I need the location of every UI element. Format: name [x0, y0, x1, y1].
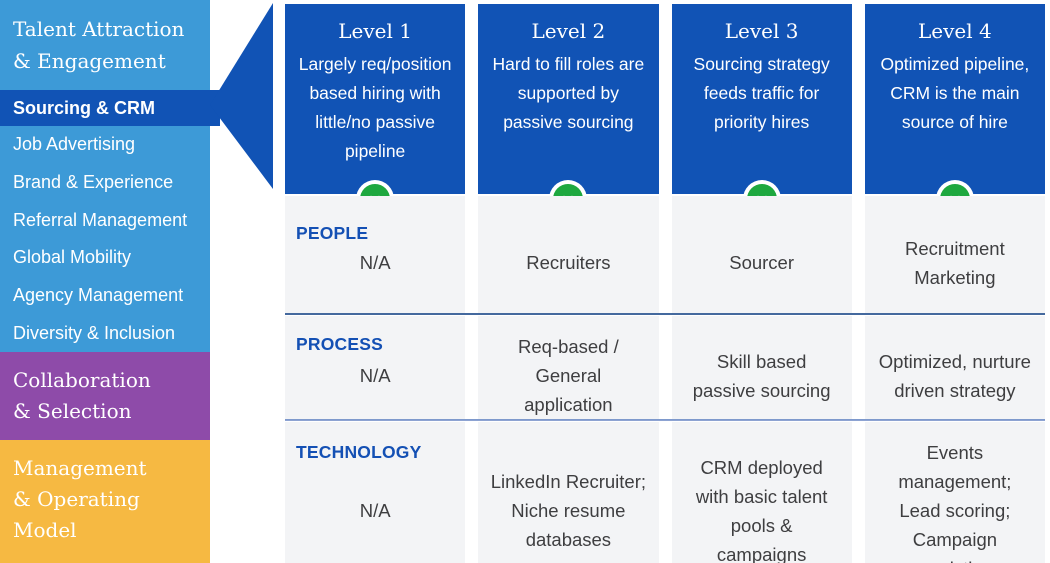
sidebar-section-collaboration-selection[interactable]: Collaboration & Selection	[0, 352, 210, 440]
cell-technology-level-3: CRM deployed with basic talent pools & c…	[671, 422, 852, 563]
level-4-header: Level 4 Optimized pipeline, CRM is the m…	[864, 4, 1045, 218]
cell-value: Skill based passive sourcing	[692, 350, 831, 401]
sidebar-section-management-operating-model[interactable]: Management & Operating Model	[0, 440, 210, 563]
cell-value: CRM deployed with basic talent pools & c…	[695, 456, 828, 563]
cell-process-level-3: Skill based passive sourcing	[671, 316, 852, 419]
sidebar-item-diversity-inclusion[interactable]: Diversity & Inclusion	[0, 314, 210, 352]
level-title: Level 4	[918, 19, 992, 43]
sidebar-item-label: Brand & Experience	[13, 171, 174, 192]
active-item-pointer-arrow	[210, 3, 273, 189]
cell-people-level-4: Recruitment Marketing	[864, 196, 1045, 313]
cell-value: N/A	[359, 252, 391, 273]
cell-people-level-3: Sourcer	[671, 196, 852, 313]
level-2-header: Level 2 Hard to fill roles are supported…	[478, 4, 659, 218]
level-description: Optimized pipeline, CRM is the main sour…	[880, 54, 1030, 132]
sidebar-item-sourcing-crm[interactable]: Sourcing & CRM	[0, 90, 210, 126]
sidebar-item-label: Global Mobility	[13, 247, 132, 268]
level-description: Hard to fill roles are supported by pass…	[492, 54, 645, 132]
cell-value: Req-based / General application	[517, 336, 619, 415]
sidebar-item-label: Diversity & Inclusion	[13, 322, 176, 343]
cell-value: N/A	[359, 500, 391, 521]
level-3-header: Level 3 Sourcing strategy feeds traffic …	[671, 4, 852, 218]
cell-value: Recruitment Marketing	[905, 237, 1005, 288]
sidebar-item-label: Agency Management	[13, 284, 184, 305]
sidebar-item-label: Job Advertising	[13, 134, 136, 155]
sidebar-item-referral-management[interactable]: Referral Management	[0, 201, 210, 239]
row-divider	[285, 419, 1045, 421]
sidebar-item-agency-management[interactable]: Agency Management	[0, 277, 210, 315]
sidebar-section-label: Collaboration & Selection	[13, 368, 151, 423]
level-title: Level 1	[338, 19, 412, 43]
row-divider	[285, 313, 1045, 315]
cell-people-level-1: PEOPLE N/A	[285, 196, 466, 313]
row-label-people: PEOPLE	[296, 223, 369, 243]
cell-process-level-2: Req-based / General application	[478, 316, 659, 419]
row-label-process: PROCESS	[296, 334, 383, 354]
cell-technology-level-1: TECHNOLOGY N/A	[285, 422, 466, 563]
row-technology: TECHNOLOGY N/A LinkedIn Recruiter; Niche…	[285, 422, 1045, 563]
level-headers: Level 1 Largely req/position based hirin…	[285, 4, 1045, 218]
level-description: Sourcing strategy feeds traffic for prio…	[693, 54, 830, 132]
cell-value: LinkedIn Recruiter; Niche resume databas…	[490, 471, 647, 550]
cell-process-level-1: PROCESS N/A	[285, 316, 466, 419]
cell-technology-level-2: LinkedIn Recruiter; Niche resume databas…	[478, 422, 659, 563]
row-people: PEOPLE N/A Recruiters Sourcer Recruitmen…	[285, 196, 1045, 313]
level-title: Level 3	[724, 19, 799, 43]
sidebar-item-brand-experience[interactable]: Brand & Experience	[0, 164, 210, 202]
cell-value: Sourcer	[729, 252, 795, 273]
cell-value: Events management; Lead scoring; Campaig…	[898, 442, 1012, 563]
maturity-table: Level 1 Largely req/position based hirin…	[285, 0, 1050, 563]
cell-technology-level-4: Events management; Lead scoring; Campaig…	[864, 422, 1045, 563]
cell-value: Recruiters	[526, 252, 611, 273]
cell-process-level-4: Optimized, nurture driven strategy	[864, 316, 1045, 419]
level-title: Level 2	[531, 19, 606, 43]
sidebar-nav: Job Advertising Brand & Experience Refer…	[0, 126, 210, 352]
row-label-technology: TECHNOLOGY	[296, 442, 422, 462]
cell-people-level-2: Recruiters	[478, 196, 659, 313]
level-1-header: Level 1 Largely req/position based hirin…	[285, 4, 466, 218]
sidebar: Talent Attraction & Engagement Sourcing …	[0, 0, 210, 563]
cell-value: Optimized, nurture driven strategy	[878, 350, 1031, 401]
row-process: PROCESS N/A Req-based / General applicat…	[285, 316, 1045, 419]
level-description: Largely req/position based hiring with l…	[298, 54, 452, 161]
sidebar-item-global-mobility[interactable]: Global Mobility	[0, 239, 210, 277]
sidebar-section-label: Talent Attraction & Engagement	[13, 17, 185, 73]
sidebar-section-label: Management & Operating Model	[13, 456, 147, 542]
active-item-label: Sourcing & CRM	[13, 97, 155, 118]
cell-value: N/A	[359, 365, 391, 386]
sidebar-section-talent-attraction[interactable]: Talent Attraction & Engagement	[0, 0, 210, 90]
sidebar-item-label: Referral Management	[13, 209, 188, 230]
sidebar-item-job-advertising[interactable]: Job Advertising	[0, 126, 210, 164]
